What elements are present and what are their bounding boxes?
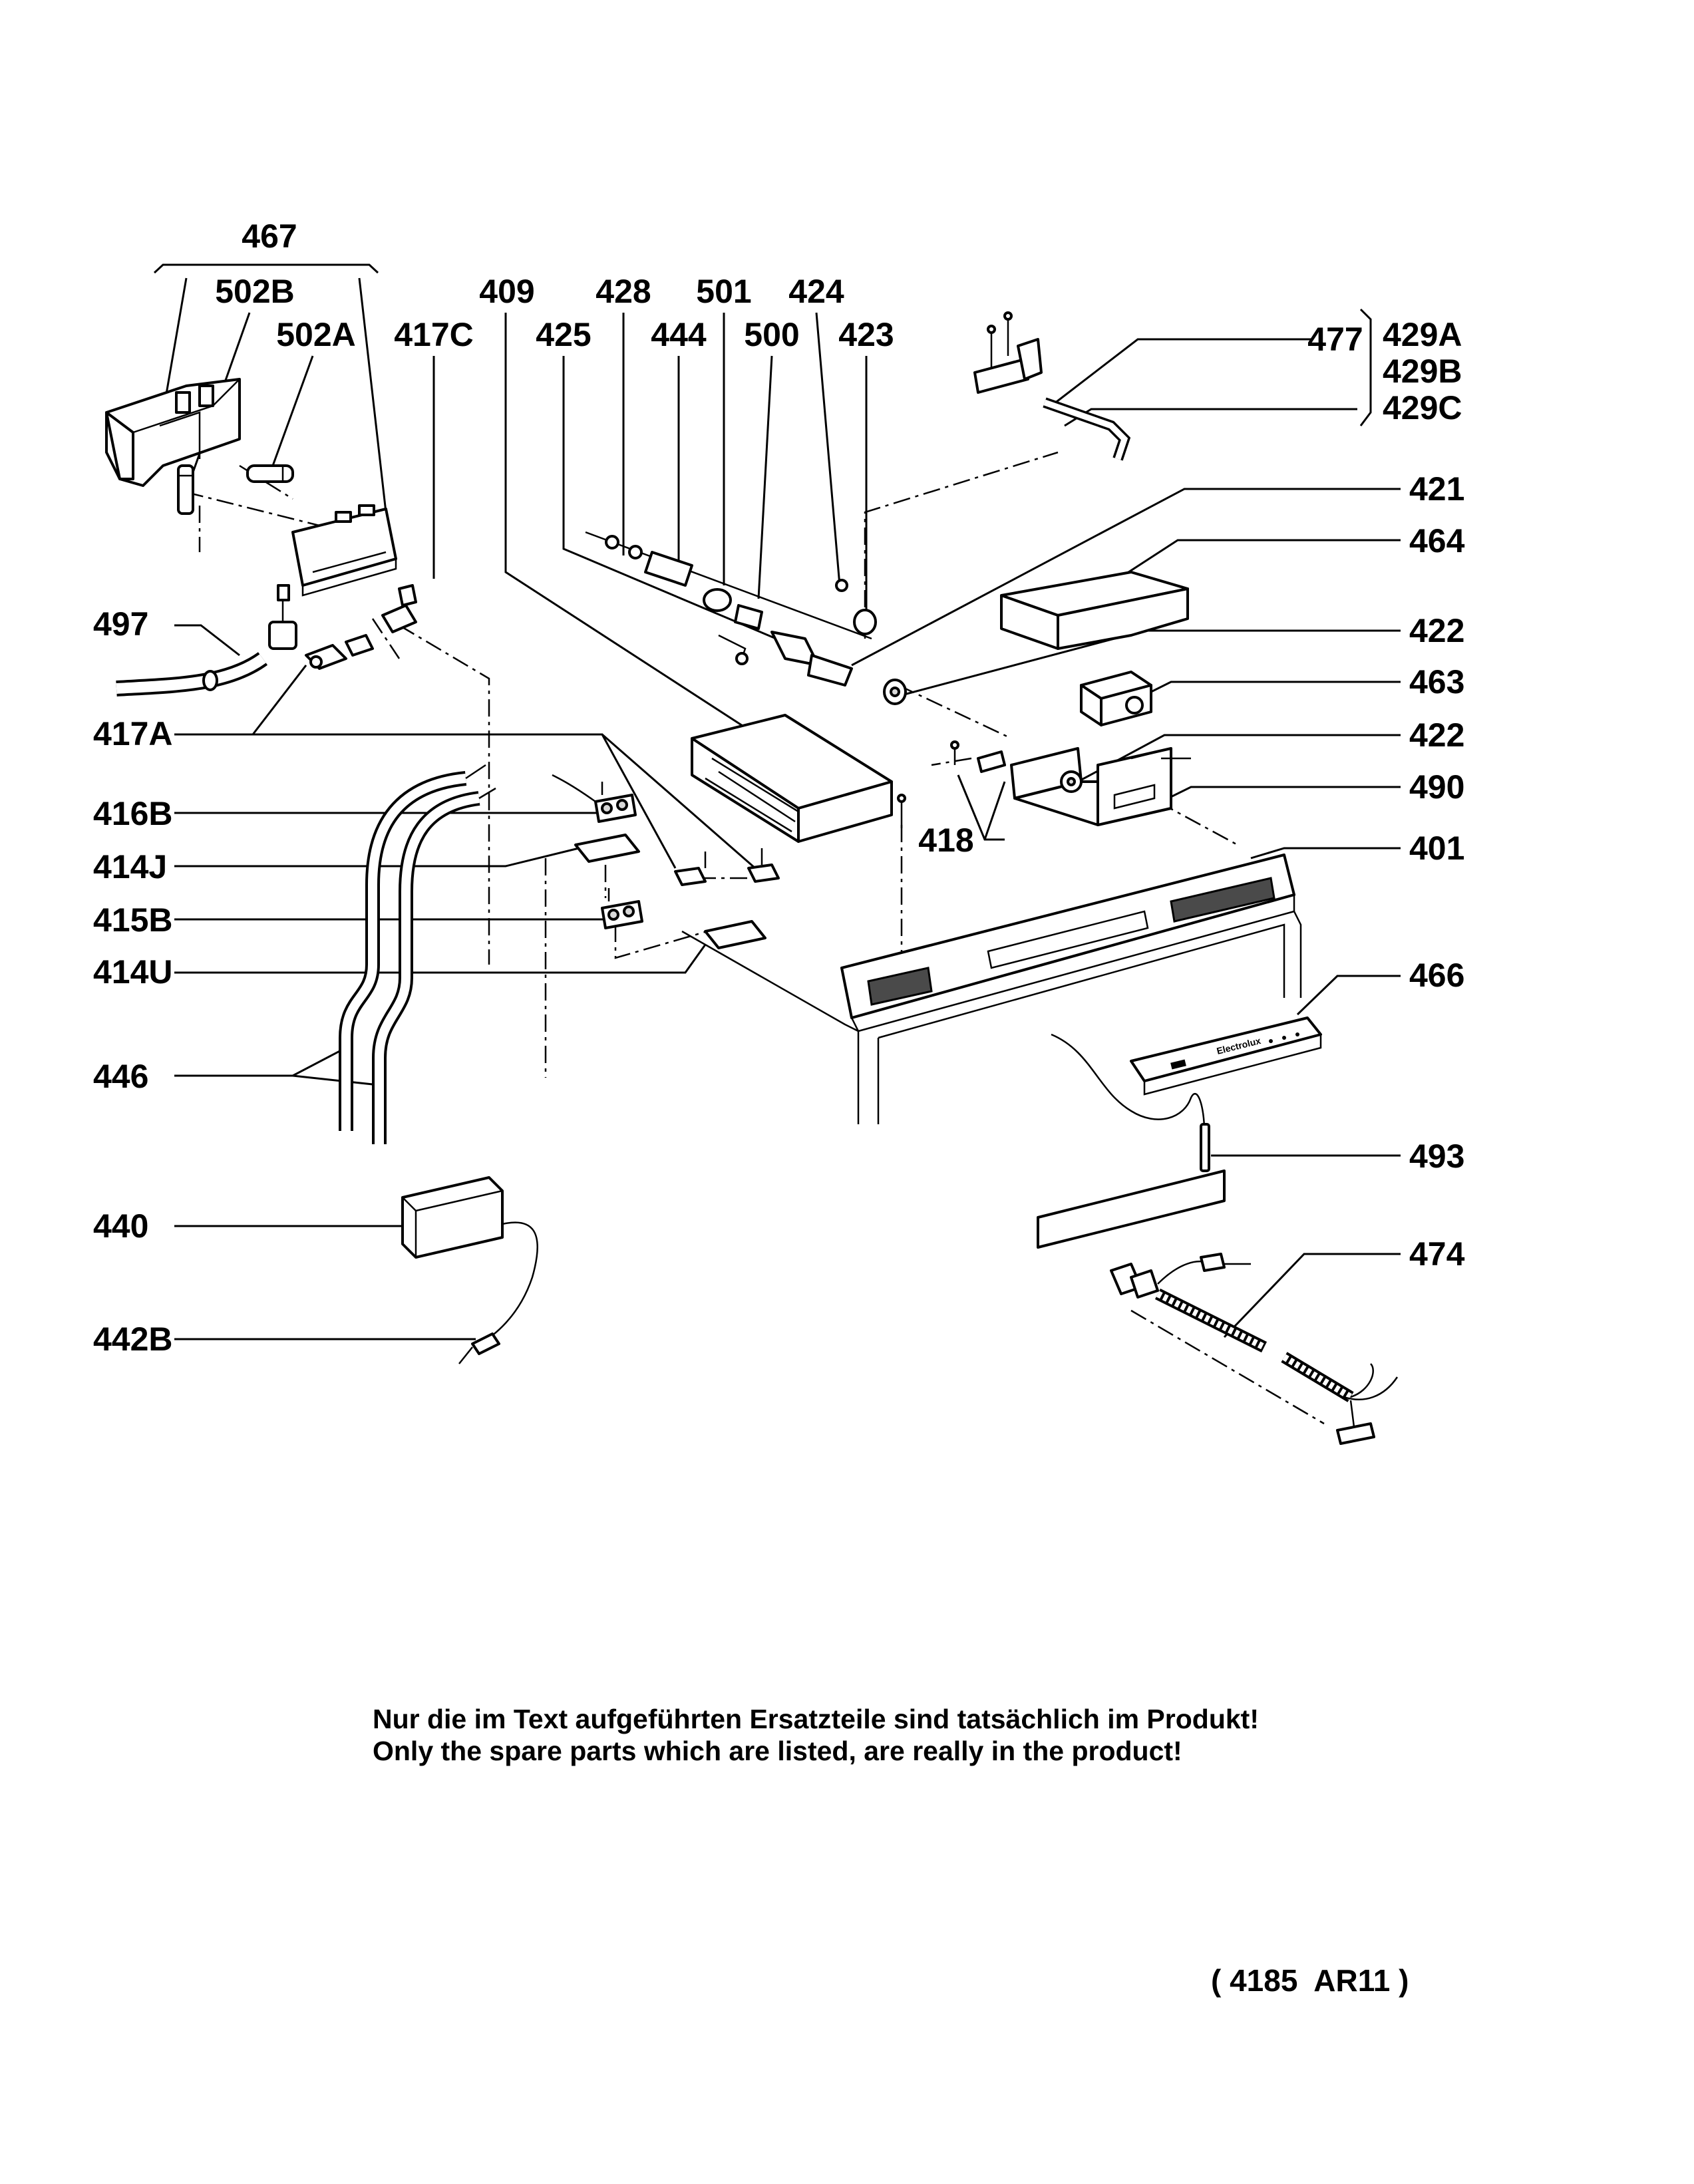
part-valve-assembly [585,531,877,687]
label-401: 401 [1409,830,1464,867]
note-german: Nur die im Text aufgeführten Ersatzteile… [373,1704,1259,1734]
label-440: 440 [93,1207,148,1245]
spare-parts-note: Nur die im Text aufgeführten Ersatzteile… [373,1703,1259,1767]
part-417C-clip [381,584,417,633]
strip-under-panel [1037,1170,1226,1249]
label-502B: 502B [215,273,295,310]
part-422-bushing-upper [883,679,907,705]
part-467-module-cover [105,378,241,487]
part-464-cover [1000,571,1189,650]
part-415B-terminal [601,888,643,929]
label-415B: 415B [93,901,173,939]
label-429B: 429B [1383,353,1462,390]
part-467-circuit-board [291,504,397,597]
part-497-cable [116,584,297,697]
label-422-upper: 422 [1409,612,1464,649]
part-502B-fuse [177,464,194,515]
label-464: 464 [1409,522,1465,559]
part-442B-sensor [458,1332,500,1364]
assembly-lines [186,451,1325,1425]
bracket-429 [1359,308,1372,426]
part-409-control-box [691,714,893,843]
part-490-bracket [1010,747,1191,826]
label-444: 444 [651,316,707,353]
part-500-fitting [734,604,763,630]
part-501-nut [703,588,732,612]
label-409: 409 [479,273,534,310]
part-labels: 467 502B 502A 417C 409 428 501 424 425 4… [93,218,1465,1358]
label-497: 497 [93,605,148,643]
label-442B: 442B [93,1321,173,1358]
label-466: 466 [1409,957,1464,994]
part-401-front-panel [840,854,1295,1032]
part-440-transformer [401,1176,538,1345]
part-429-rod [1043,397,1131,461]
diagram-code: ( 4185 AR11 ) [1211,1963,1409,1998]
label-423: 423 [838,316,894,353]
label-424: 424 [788,273,844,310]
part-414U-plate [704,920,766,949]
door-frame [681,911,1302,1124]
part-446-pipes [339,764,496,1144]
label-425: 425 [536,316,591,353]
label-429C: 429C [1383,389,1462,426]
label-422-lower: 422 [1409,716,1464,754]
part-493-probe [1051,1033,1210,1172]
label-414J: 414J [93,848,167,885]
label-446: 446 [93,1058,148,1095]
part-474-harness [1110,1253,1399,1445]
part-477-hinge [973,311,1043,394]
label-500: 500 [744,316,799,353]
bracket-467 [153,263,379,274]
part-424-washer [835,579,848,592]
label-463: 463 [1409,663,1464,701]
label-428: 428 [595,273,651,310]
label-429A: 429A [1383,316,1462,353]
part-502A-fuse [246,464,294,483]
part-463-switch [1080,671,1152,726]
label-421: 421 [1409,470,1464,508]
part-444-coil [644,551,693,587]
note-english: Only the spare parts which are listed, a… [373,1736,1182,1766]
label-417C: 417C [394,316,474,353]
part-423-ring [853,609,877,635]
label-414U: 414U [93,953,173,991]
part-417A-clips [305,634,374,670]
label-467: 467 [242,218,297,255]
label-417A: 417A [93,715,173,752]
part-418-screws [897,740,1006,828]
brackets [153,263,1372,426]
label-490: 490 [1409,768,1464,806]
label-501: 501 [696,273,751,310]
label-502A: 502A [276,316,356,353]
label-418: 418 [918,822,973,859]
label-474: 474 [1409,1235,1465,1273]
label-493: 493 [1409,1138,1464,1175]
label-416B: 416B [93,795,173,832]
part-414J-plate [574,834,640,863]
label-477: 477 [1307,321,1363,358]
part-466-control-display: Electrolux [1130,1016,1322,1096]
part-417A-cable-clamps [674,848,780,886]
part-416B-terminal [552,774,637,823]
